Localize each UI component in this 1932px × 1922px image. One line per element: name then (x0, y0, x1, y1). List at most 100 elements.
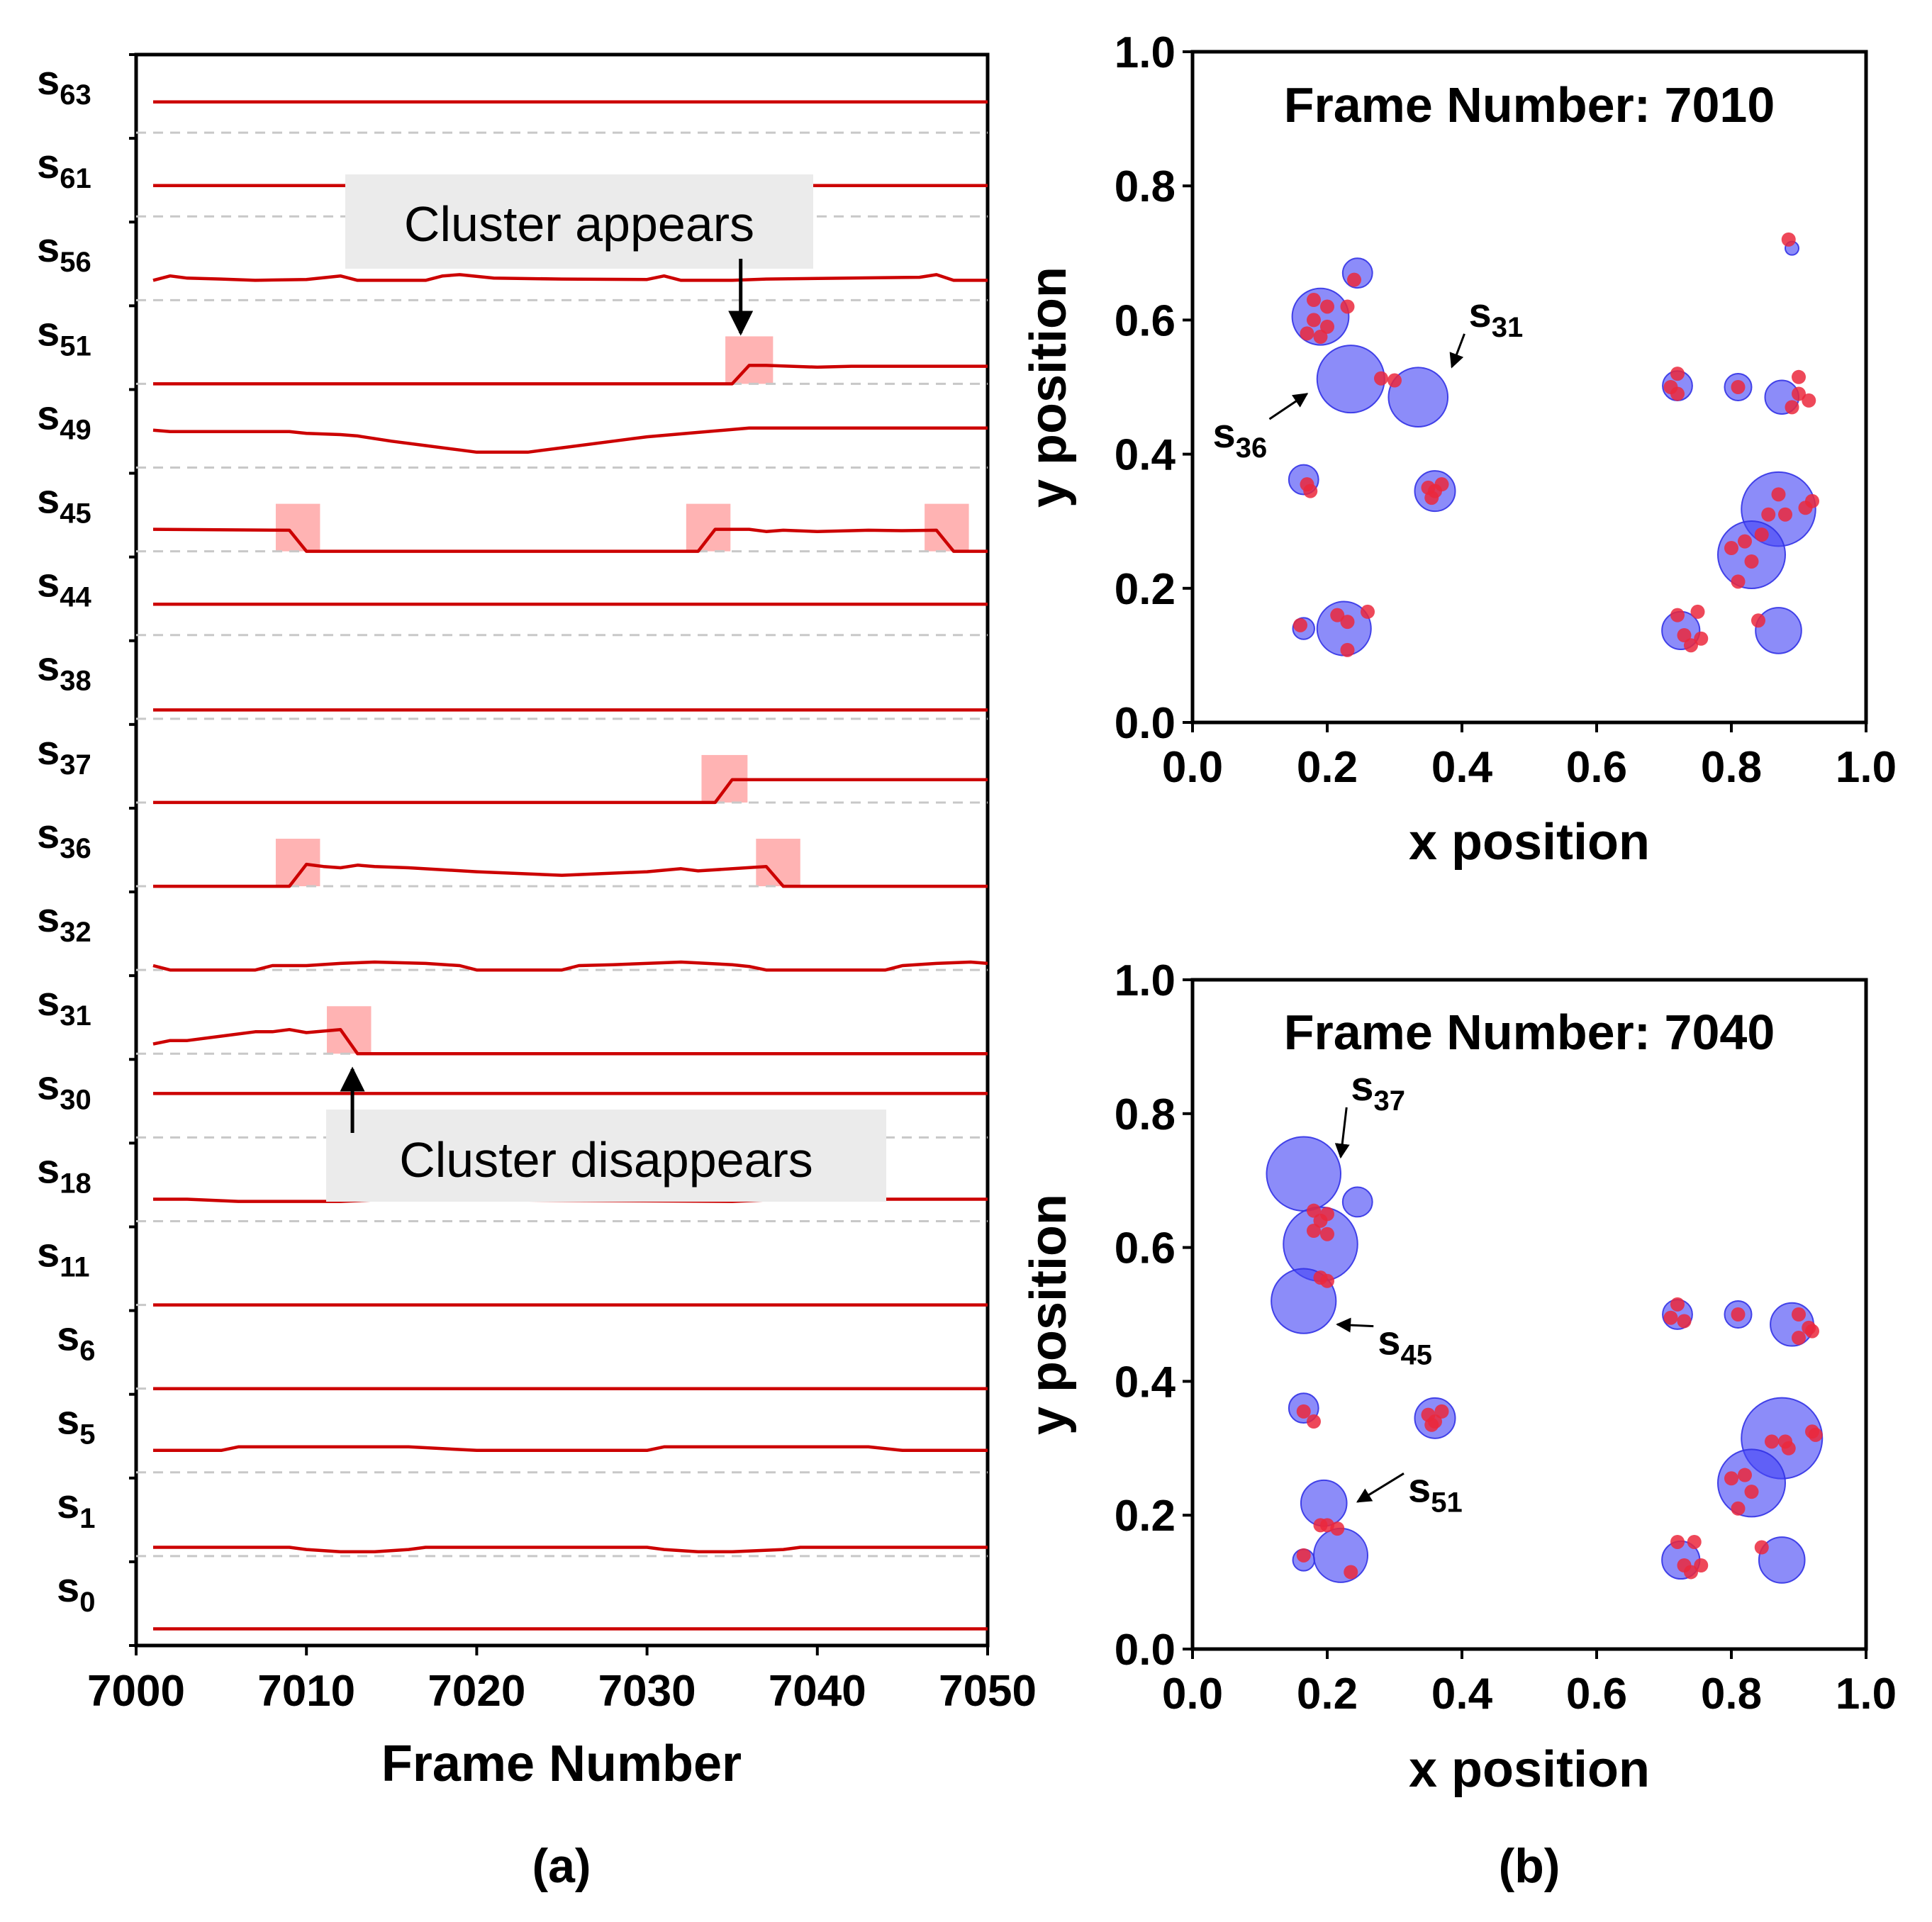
channel-label-s61-base: s (37, 141, 60, 187)
y-tick-label-0: 0.0 (1115, 699, 1176, 748)
cluster-annotation-s31: s31 (1469, 290, 1524, 343)
channel-line-s56 (152, 273, 988, 282)
particle-point-31 (1778, 507, 1792, 522)
callout-disappears-text: Cluster disappears (399, 1132, 813, 1188)
channel-tick-layer (129, 53, 136, 1647)
particle-point-26 (1792, 369, 1806, 384)
particle-point-9 (1387, 373, 1402, 388)
transition-highlight-s51-0 (725, 336, 774, 384)
channel-line-s31 (152, 1027, 988, 1056)
channel-label-s6-base: s (57, 1314, 79, 1360)
particle-point-11 (1434, 1404, 1449, 1419)
cluster-annotation-s51: s51 (1408, 1465, 1463, 1518)
panel-a-label: (a) (532, 1839, 591, 1893)
channel-label-s56-base: s (37, 225, 60, 271)
cluster-annotation-s37-sub: 37 (1374, 1085, 1406, 1117)
scatter-7010-y-axis-title: y position (1020, 267, 1077, 508)
cluster-annotation-arrow-s51 (1356, 1473, 1405, 1503)
channel-label-s36-base: s (37, 811, 60, 857)
cluster-circle-15 (1755, 607, 1802, 654)
channel-label-s11-base: s (37, 1229, 60, 1275)
channel-label-s1-sub: 1 (79, 1503, 95, 1534)
particle-point-22 (1670, 367, 1685, 381)
channel-label-s51: s51 (37, 308, 91, 362)
frame-tick-label-7000: 7000 (87, 1667, 185, 1716)
frame-number-axis-title: Frame Number (381, 1736, 742, 1792)
particle-point-36 (1687, 1534, 1702, 1549)
cluster-circle-3 (1271, 1268, 1337, 1334)
channel-label-s30: s30 (37, 1062, 91, 1115)
channel-label-s51-sub: 51 (60, 330, 91, 362)
particle-point-39 (1694, 1558, 1709, 1572)
particle-point-42 (1677, 628, 1692, 643)
channel-label-s51-base: s (37, 308, 60, 354)
particle-point-35 (1670, 1534, 1685, 1549)
y-tick-label-5: 1.0 (1115, 28, 1176, 77)
x-tick-label-1: 0.2 (1297, 1670, 1358, 1719)
particle-point-35 (1738, 534, 1752, 549)
particle-point-29 (1808, 1427, 1823, 1442)
particle-point-27 (1792, 386, 1806, 401)
channel-line-s36 (153, 862, 988, 888)
particle-point-26 (1765, 1434, 1779, 1449)
channel-label-s11: s11 (37, 1229, 90, 1283)
particle-point-38 (1684, 1565, 1698, 1580)
particle-point-2 (1320, 1207, 1334, 1222)
particle-point-19 (1361, 604, 1375, 619)
particle-point-30 (1771, 487, 1786, 502)
scatter-7040-x-axis-title: x position (1409, 1741, 1650, 1798)
callout-layer: Cluster appears Cluster disappears (326, 174, 886, 1202)
channel-label-s45-sub: 45 (60, 498, 91, 530)
scatter-7010-frame (1190, 50, 1868, 725)
particle-point-40 (1754, 1540, 1769, 1555)
channel-line-s49 (152, 426, 988, 454)
cluster-annotation-arrow-s31 (1449, 333, 1465, 369)
y-axis-ticks: 0.00.20.40.60.81.0 (1115, 956, 1193, 1675)
cluster-annotation-s36-sub: 36 (1236, 432, 1268, 464)
y-tick-label-1: 0.2 (1115, 565, 1176, 614)
frame-tick-label-7050: 7050 (939, 1667, 1037, 1716)
x-tick-label-0: 0.0 (1162, 1670, 1223, 1719)
particle-point-30 (1778, 1434, 1792, 1449)
particle-point-22 (1792, 1307, 1806, 1322)
channel-activity-chart: s63s61s56s51s49s45s44s38s37s36s32s31s30s… (37, 52, 1037, 1893)
particle-point-25 (1805, 1324, 1819, 1339)
particle-point-5 (1320, 319, 1334, 334)
particle-point-15 (1434, 477, 1449, 492)
particle-point-15 (1330, 1521, 1345, 1536)
x-tick-label-2: 0.4 (1431, 743, 1493, 792)
particle-point-32 (1724, 1471, 1738, 1486)
callout-appears-box (345, 174, 813, 269)
x-tick-label-2: 0.4 (1431, 1670, 1493, 1719)
cluster-annotation-arrow-s36 (1268, 393, 1309, 420)
cluster-annotation-arrow-s37 (1334, 1107, 1350, 1159)
particle-point-0 (1347, 272, 1361, 287)
cluster-circle-1 (1341, 1186, 1373, 1218)
particle-point-39 (1754, 527, 1769, 542)
frame-tick-label-7010: 7010 (257, 1667, 355, 1716)
particle-point-8 (1374, 371, 1388, 386)
transition-highlight-s45-1 (686, 503, 731, 552)
cluster-annotation-s31-sub: 31 (1492, 312, 1524, 343)
particle-point-12 (1424, 1417, 1439, 1432)
panel-a-frame (134, 52, 990, 1648)
cluster-annotation-s51-base: s (1408, 1465, 1431, 1511)
x-tick-label-3: 0.6 (1566, 1670, 1627, 1719)
particle-point-38 (1731, 574, 1746, 589)
particle-point-11 (1303, 484, 1318, 498)
channel-label-s31-sub: 31 (60, 1000, 91, 1032)
particle-point-34 (1798, 501, 1813, 515)
channel-line-s37 (153, 778, 988, 805)
channel-label-s32-sub: 32 (60, 917, 91, 948)
panel-b-label: (b) (1499, 1839, 1560, 1893)
particle-point-0 (1307, 1203, 1321, 1218)
cluster-annotation-arrow-s45 (1336, 1317, 1374, 1333)
particle-point-20 (1677, 1314, 1692, 1329)
channel-label-s1: s1 (57, 1481, 96, 1534)
particle-point-3 (1307, 313, 1321, 328)
channel-label-s63-base: s (37, 57, 60, 104)
